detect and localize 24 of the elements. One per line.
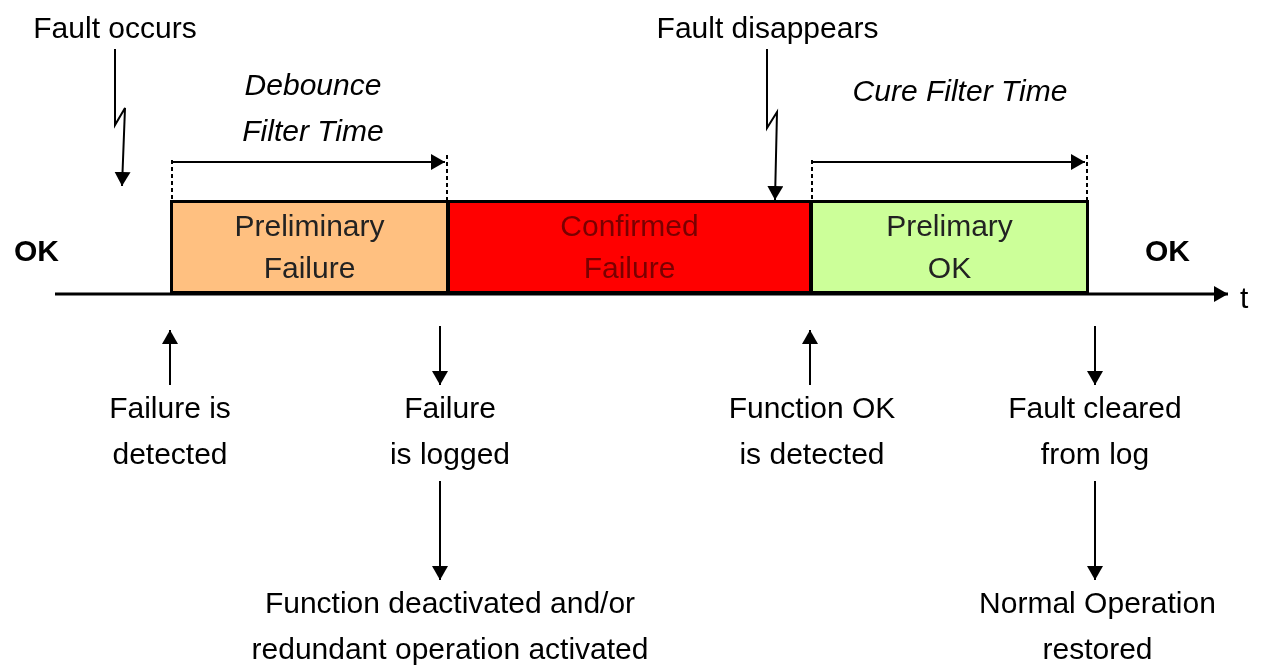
event-text: Fault cleared from log: [1007, 390, 1183, 472]
arrow: [1087, 480, 1103, 581]
arrow: [1087, 325, 1103, 386]
event-text: Function OK is detected: [727, 390, 897, 472]
interval-label: Cure Filter Time: [851, 73, 1069, 109]
arrow: [432, 480, 448, 581]
state-box: Confirmed Failure: [447, 200, 812, 294]
event-text: Function deactivated and/or redundant operation activated: [250, 585, 650, 667]
axis-label: t: [1240, 280, 1249, 316]
interval-label: Debounce Filter Time: [241, 67, 385, 149]
event-text: Failure is detected: [108, 390, 232, 472]
event-text: Failure is logged: [388, 390, 512, 472]
arrow: [802, 329, 818, 386]
arrow: [114, 48, 131, 187]
arrow: [766, 48, 784, 201]
event-text: Fault occurs: [33, 10, 197, 46]
arrow: [432, 325, 448, 386]
event-text: Normal Operation restored: [978, 585, 1217, 667]
arrow: [162, 329, 178, 386]
state-label: OK: [1145, 233, 1190, 269]
state-label: OK: [14, 233, 59, 269]
event-text: Fault disappears: [656, 10, 879, 46]
state-box: Prelimary OK: [810, 200, 1089, 294]
state-box: Preliminary Failure: [170, 200, 449, 294]
